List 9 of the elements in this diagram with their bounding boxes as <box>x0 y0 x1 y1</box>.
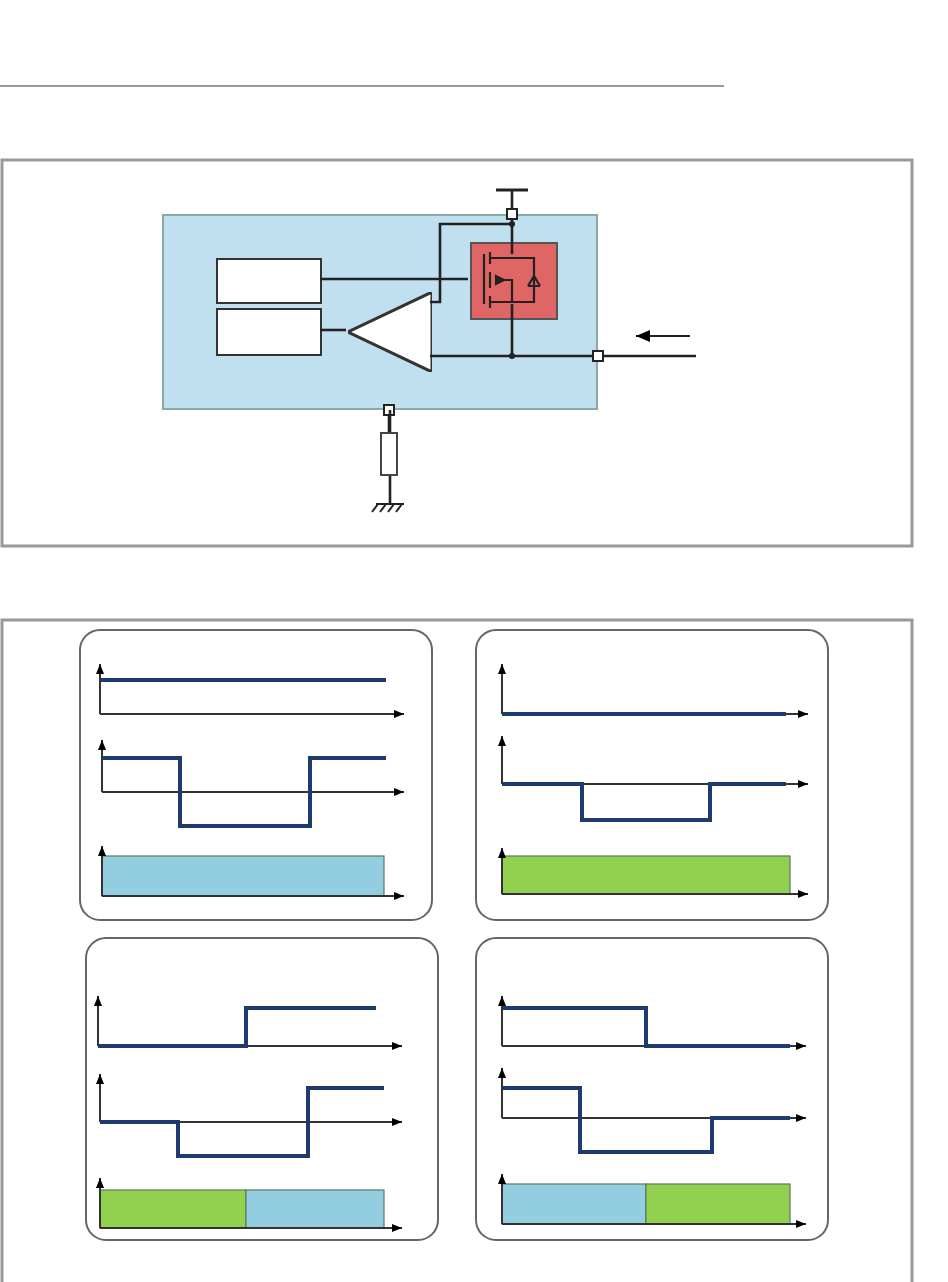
wire <box>320 328 346 332</box>
transistor-box <box>470 242 558 320</box>
amplifier-symbol <box>348 292 432 372</box>
wire <box>320 277 468 281</box>
logic-box <box>216 258 322 304</box>
chip-block <box>162 214 598 410</box>
wire <box>383 404 395 432</box>
logic-box <box>216 308 322 356</box>
resistor-symbol <box>380 432 398 476</box>
